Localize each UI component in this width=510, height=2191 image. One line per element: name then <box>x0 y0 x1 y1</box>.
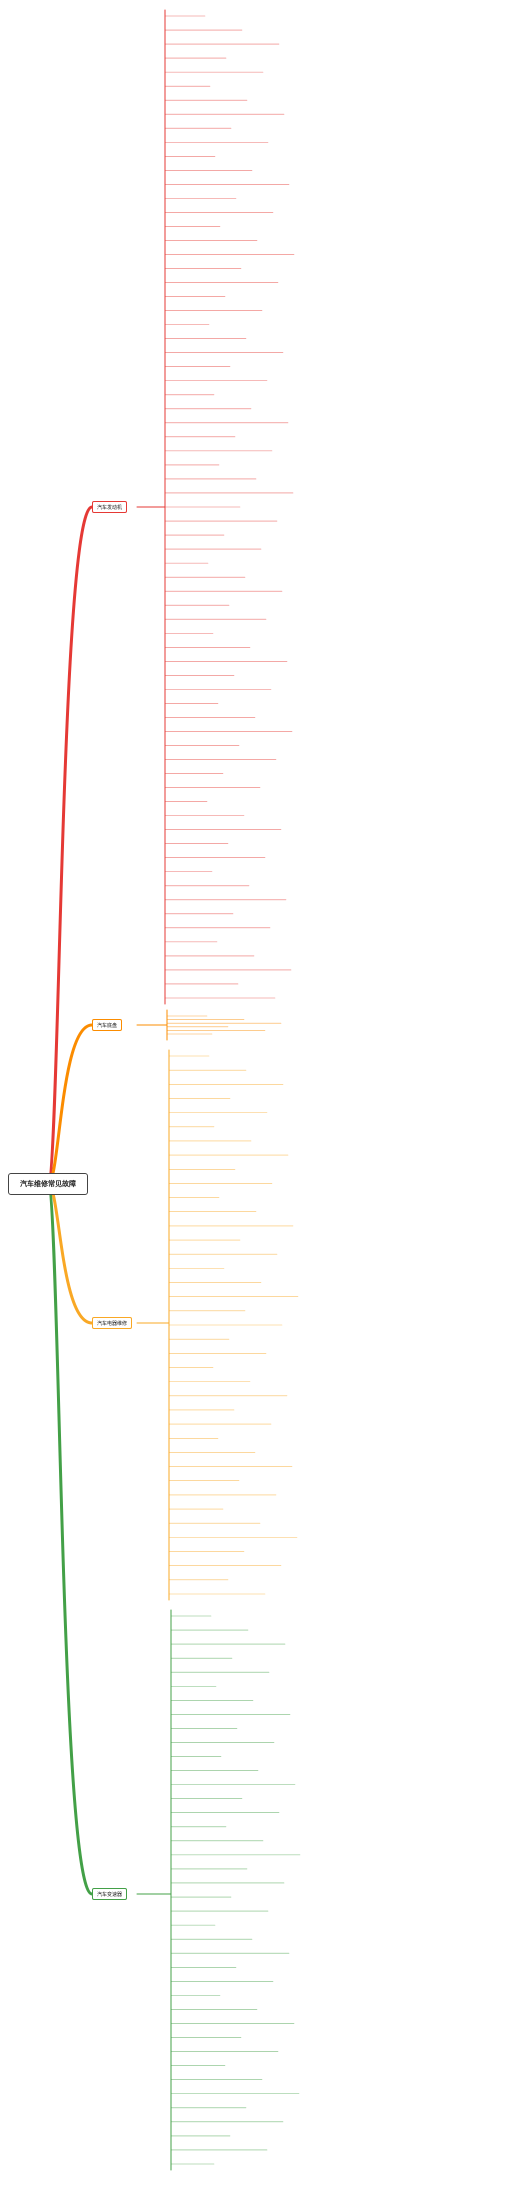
connector-b1 <box>46 505 94 1186</box>
branch-node-engine[interactable]: 汽车发动机 <box>92 501 128 513</box>
branch-node-electrical[interactable]: 汽车电器维修 <box>92 1317 133 1329</box>
branch-node-transmission[interactable]: 汽车变速器 <box>92 1888 128 1900</box>
branch-node-chassis[interactable]: 汽车底盘 <box>92 1019 123 1031</box>
connector-b4 <box>46 1182 94 1896</box>
root-node[interactable]: 汽车维修常见故障 <box>8 1173 88 1195</box>
leaf-connectors <box>136 9 301 2171</box>
branch-connectors <box>46 505 94 1896</box>
